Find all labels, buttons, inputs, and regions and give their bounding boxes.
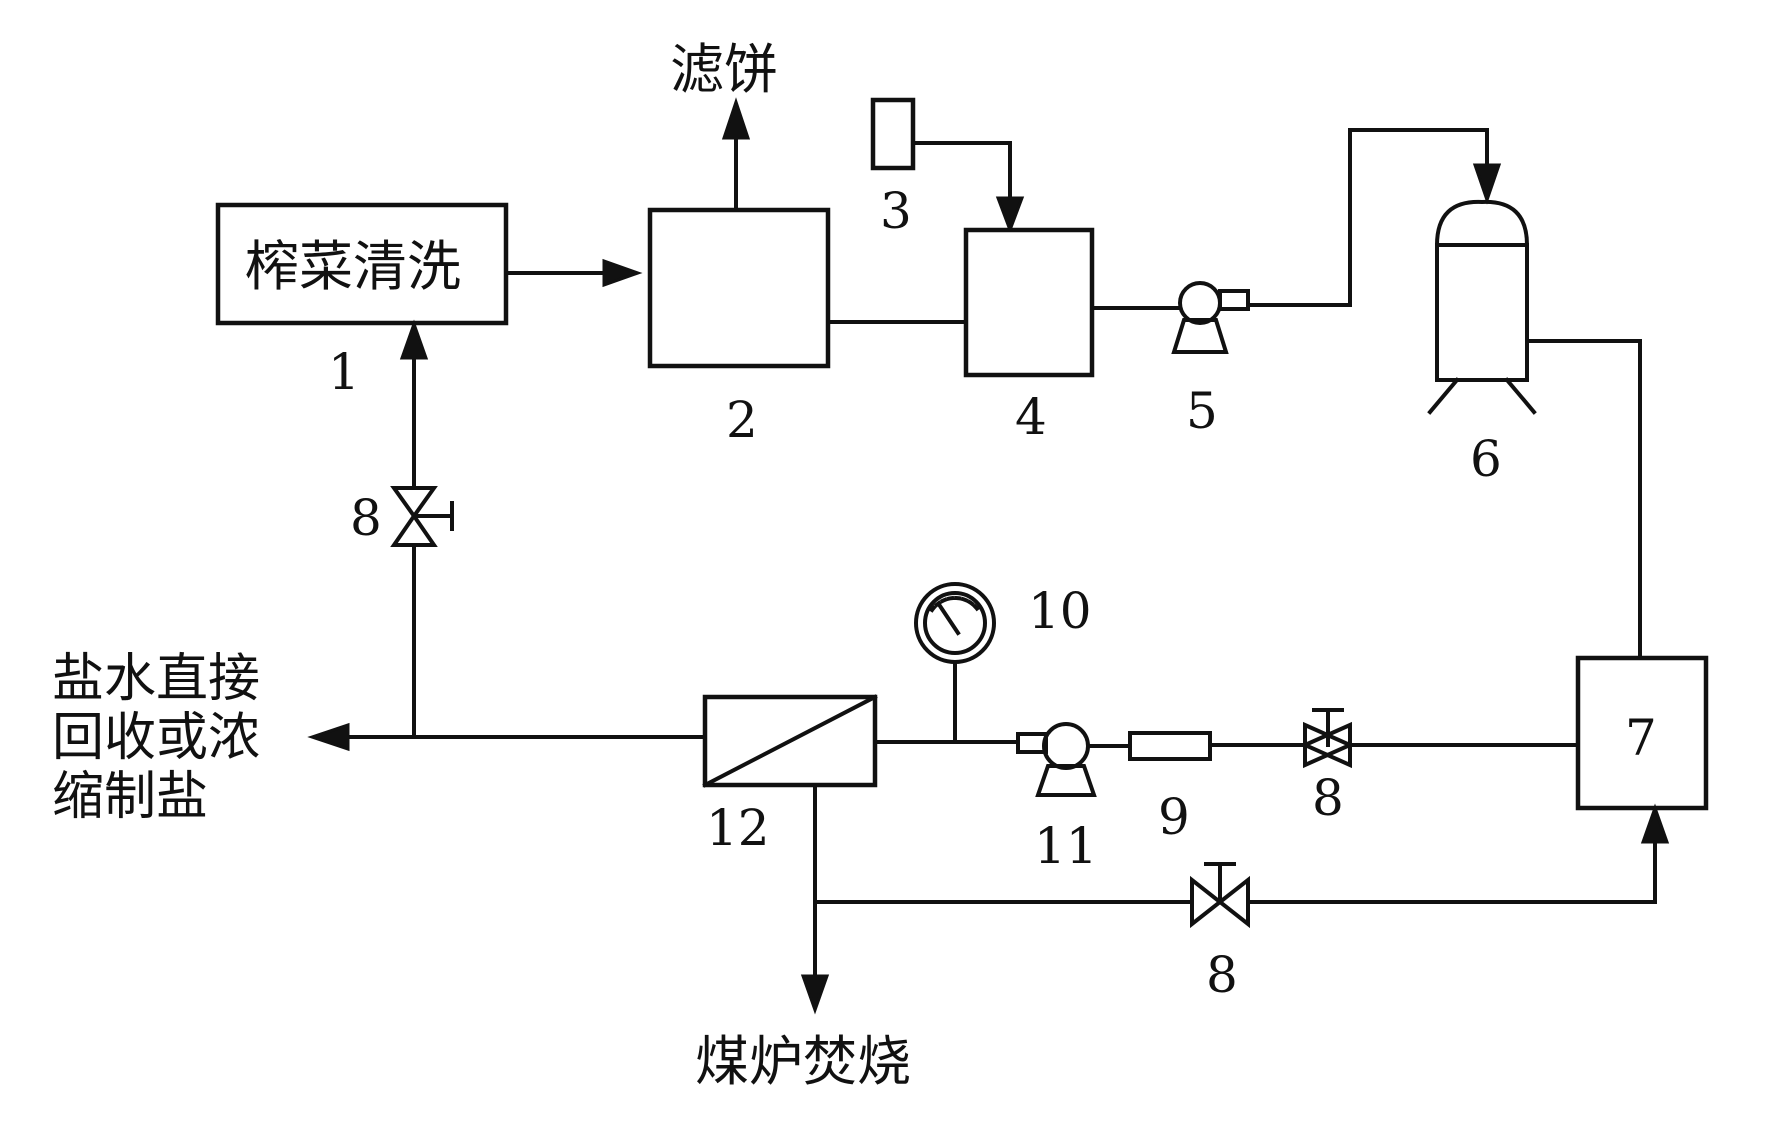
valve-icon	[1300, 708, 1355, 769]
label-9: 9	[1158, 788, 1190, 846]
label-10: 10	[1028, 582, 1092, 640]
arrow-head-icon	[995, 196, 1025, 235]
unit-7-box	[1575, 655, 1709, 811]
label-2: 2	[726, 391, 758, 449]
arrow-head-icon	[602, 258, 643, 288]
brine-label-line-2: 回收或浓	[52, 708, 260, 768]
washing-unit-box	[215, 202, 509, 326]
cartridge-filter-icon	[1128, 731, 1212, 761]
label-1: 1	[328, 343, 360, 401]
pressure-gauge-icon	[914, 582, 996, 664]
arrow-head-icon	[399, 319, 429, 360]
line-3-to-4	[911, 141, 1012, 210]
line-6-to-7	[1525, 339, 1642, 660]
line-bottom-right	[1246, 833, 1657, 904]
arrow-head-icon	[307, 722, 350, 752]
label-6: 6	[1470, 430, 1502, 488]
membrane-module-icon	[702, 694, 878, 788]
valve-icon	[1190, 862, 1250, 929]
label-8-left: 8	[350, 489, 382, 547]
arrow-head-icon	[721, 97, 751, 140]
arrow-head-icon	[1640, 803, 1670, 844]
valve-icon	[390, 486, 454, 547]
arrow-head-icon	[800, 974, 830, 1015]
boiler-label: 煤炉焚烧	[695, 1030, 911, 1093]
label-8-bottom: 8	[1206, 946, 1238, 1004]
pump-icon	[1016, 722, 1097, 797]
unit-3-box	[870, 97, 916, 171]
brine-label-line-1: 盐水直接	[52, 649, 260, 709]
label-11: 11	[1034, 817, 1098, 875]
unit-2-box	[647, 207, 831, 369]
washing-unit-label: 榨菜清洗	[245, 235, 461, 298]
label-3: 3	[880, 182, 912, 240]
filter-cake-label: 滤饼	[670, 38, 778, 101]
brine-label-line-3: 缩制盐	[52, 767, 208, 827]
unit-4-box	[963, 227, 1095, 378]
line-5-to-6	[1246, 128, 1489, 307]
arrow-head-icon	[1472, 163, 1502, 205]
label-12: 12	[706, 799, 770, 857]
pump-icon	[1171, 281, 1250, 354]
label-5: 5	[1186, 382, 1218, 440]
label-8-mid: 8	[1312, 769, 1344, 827]
label-4: 4	[1015, 388, 1047, 446]
label-7: 7	[1625, 709, 1657, 767]
tank-icon	[1427, 199, 1537, 415]
